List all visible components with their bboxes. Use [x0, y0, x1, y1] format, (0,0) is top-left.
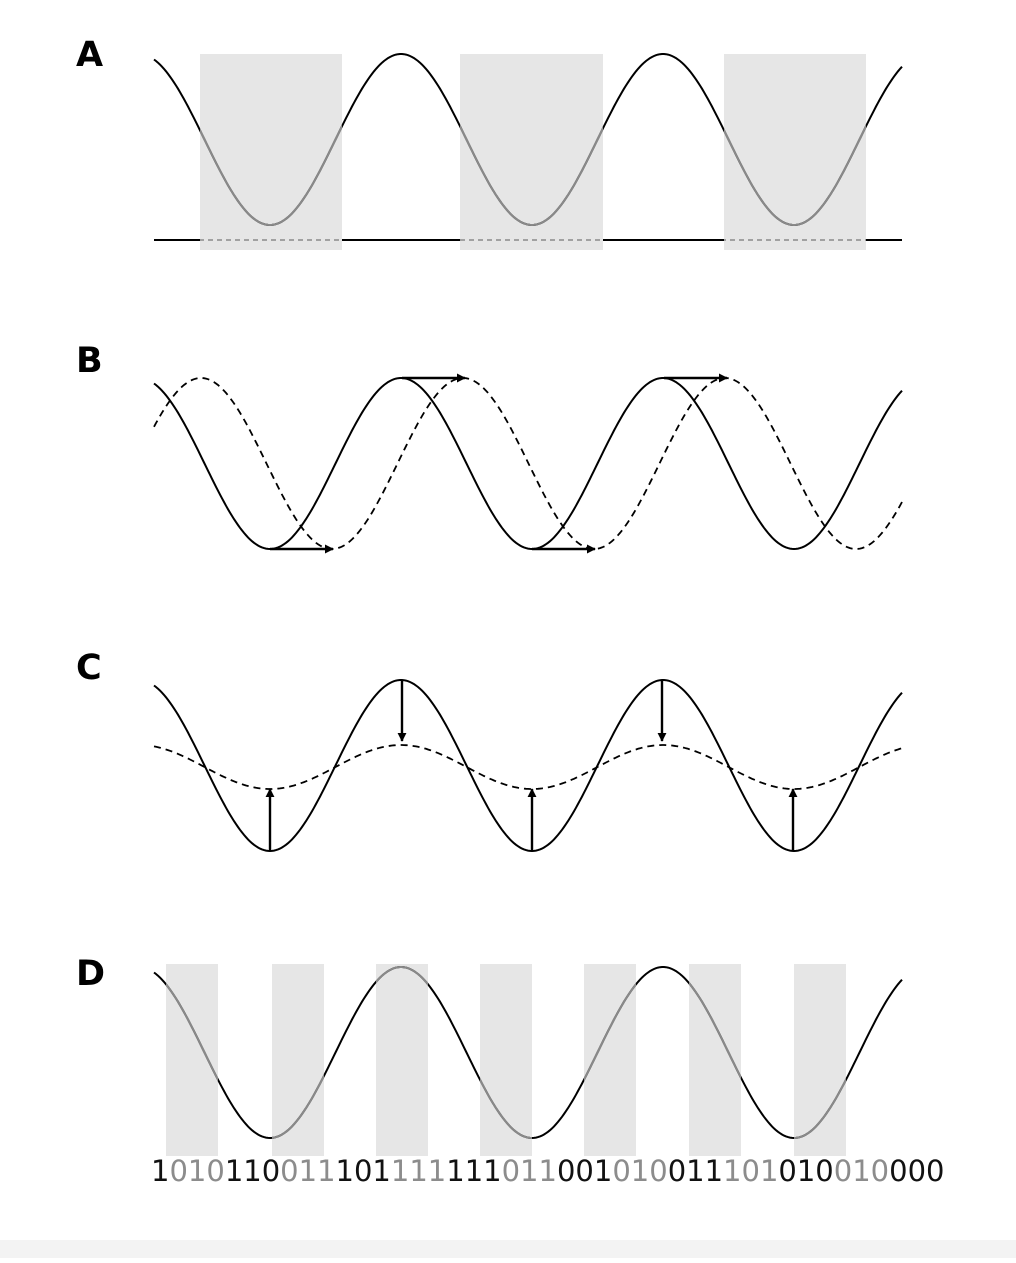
bit-group: 111 [446, 1154, 501, 1188]
bit-group-shaded: 010 [834, 1154, 889, 1188]
shade-column-d-4 [480, 964, 532, 1156]
shade-band-a-3 [724, 54, 866, 250]
shade-column-d-1 [166, 964, 218, 1156]
panel-label-a: A [76, 35, 103, 75]
bit-group: 000 [889, 1154, 944, 1188]
bit-group: 010 [778, 1154, 833, 1188]
wave-b-dashed [153, 377, 903, 550]
wave-c-dashed [153, 744, 903, 790]
shade-column-d-2 [272, 964, 324, 1156]
panel-a [153, 53, 903, 250]
bit-group: 1 [151, 1154, 169, 1188]
panel-label-c: C [76, 648, 102, 688]
shade-column-d-5 [584, 964, 636, 1156]
shade-column-d-7 [794, 964, 846, 1156]
bit-string: 1010110011101111111011001010011101010010… [151, 1154, 944, 1188]
shade-band-a-2 [460, 54, 603, 250]
bit-group-shaded: 010 [169, 1154, 224, 1188]
bit-group: 101 [336, 1154, 391, 1188]
shade-band-a-1 [200, 54, 342, 250]
bit-group-shaded: 010 [612, 1154, 667, 1188]
wave-b-solid [153, 377, 903, 551]
bottom-strip [0, 1240, 1016, 1258]
panel-label-b: B [76, 341, 103, 381]
panel-c [153, 679, 903, 853]
wave-c-solid [153, 679, 903, 853]
bit-group-shaded: 011 [502, 1154, 557, 1188]
bit-group: 011 [668, 1154, 723, 1188]
shade-column-d-3 [376, 964, 428, 1156]
bit-group-shaded: 101 [723, 1154, 778, 1188]
wave-a-shaded [200, 53, 866, 227]
panel-label-d: D [76, 954, 105, 994]
bit-group-shaded: 111 [391, 1154, 446, 1188]
bit-group: 110 [225, 1154, 280, 1188]
panel-b [153, 373, 903, 554]
panel-d: 1010110011101111111011001010011101010010… [151, 964, 944, 1188]
bit-group-shaded: 011 [280, 1154, 335, 1188]
bit-group: 001 [557, 1154, 612, 1188]
